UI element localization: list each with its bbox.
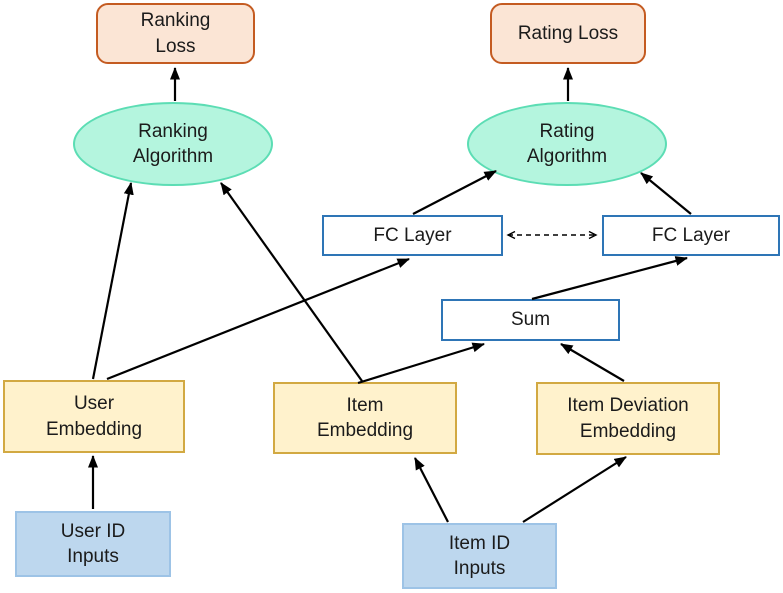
user-id-inputs-node: User ID Inputs xyxy=(15,511,171,577)
arrow-fc-layer-left-to-rating-algorithm xyxy=(412,170,497,215)
rating-algorithm-node: Rating Algorithm xyxy=(467,102,667,186)
fc-layer-right-node: FC Layer xyxy=(602,215,780,256)
user-embedding-node: User Embedding xyxy=(3,380,185,453)
arrow-fc-layer-right-to-rating-algorithm xyxy=(640,172,692,215)
arrow-sum-to-fc-layer-right xyxy=(531,256,688,301)
rating-loss-node: Rating Loss xyxy=(490,3,646,64)
arrow-item-id-inputs-to-item-embedding xyxy=(414,457,449,523)
arrow-item-deviation-embedding-to-sum xyxy=(560,343,625,382)
arrow-item-embedding-to-ranking-algorithm xyxy=(220,182,363,382)
ranking-loss-node: Ranking Loss xyxy=(96,3,255,64)
sum-node: Sum xyxy=(441,299,620,341)
arrow-item-id-inputs-to-item-deviation-embedding xyxy=(522,456,627,523)
item-deviation-embedding-node: Item Deviation Embedding xyxy=(536,382,720,455)
item-embedding-node: Item Embedding xyxy=(273,382,457,454)
arrow-user-embedding-to-fc-layer-left xyxy=(106,257,410,381)
arrow-user-embedding-to-ranking-algorithm xyxy=(91,182,134,380)
item-id-inputs-node: Item ID Inputs xyxy=(402,523,557,589)
fc-layer-left-node: FC Layer xyxy=(322,215,503,256)
arrow-item-embedding-to-sum xyxy=(357,342,485,385)
ranking-algorithm-node: Ranking Algorithm xyxy=(73,102,273,186)
